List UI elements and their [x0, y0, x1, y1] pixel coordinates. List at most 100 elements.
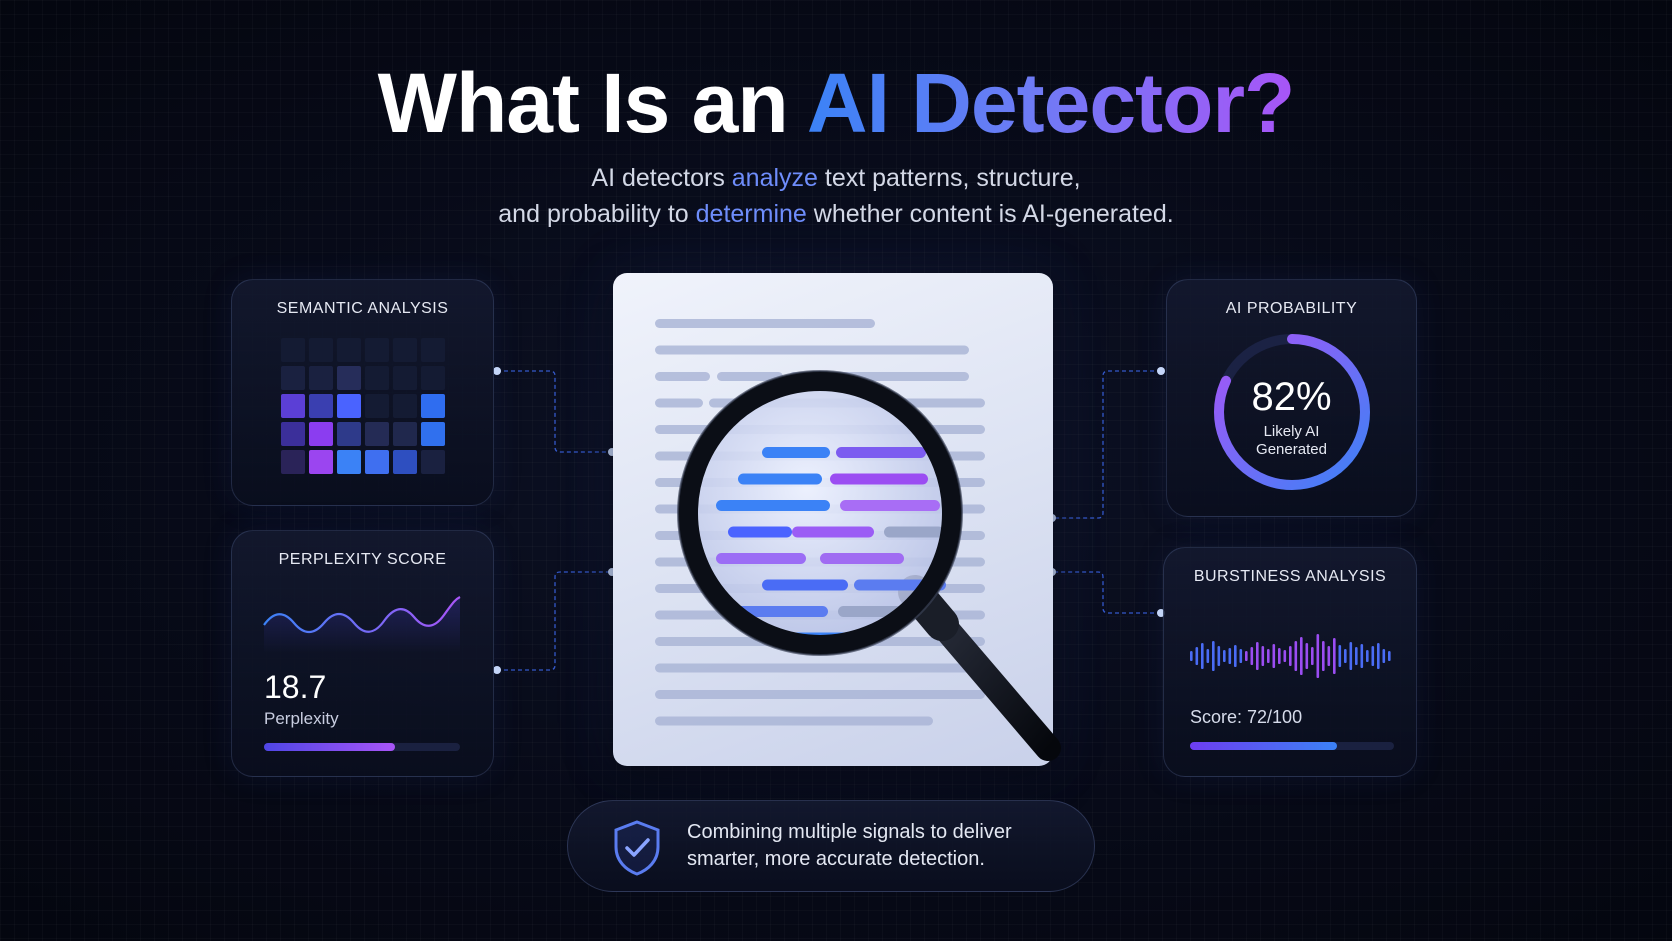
waveform-bar: [1289, 646, 1292, 666]
heatmap-cell: [309, 422, 333, 446]
perplexity-value: 18.7: [264, 669, 327, 705]
perplexity-score-card: PERPLEXITY SCORE 18.7 Perplexity: [231, 530, 494, 777]
card-title: AI PROBABILITY: [1225, 300, 1358, 317]
waveform-bar: [1217, 646, 1221, 666]
heatmap-cell: [337, 338, 361, 362]
subtitle-line-1: AI detectors analyze text patterns, stru…: [0, 160, 1672, 196]
heatmap-cell: [281, 338, 305, 362]
burstiness-progress-fill: [1190, 742, 1337, 750]
waveform-bar: [1355, 647, 1358, 665]
waveform-bar: [1239, 649, 1243, 663]
document-line: [655, 398, 703, 408]
subtitle-text: text patterns, structure,: [817, 164, 1081, 192]
waveform-bar: [1311, 647, 1314, 665]
lens-text-line: [716, 500, 830, 511]
waveform-bar: [1294, 641, 1298, 671]
perplexity-progress-track: [264, 743, 460, 751]
burstiness-waveform: [1190, 634, 1391, 678]
footer-text: Combining multiple signals to deliver sm…: [687, 819, 1067, 873]
page-title: What Is an AI Detector?: [0, 58, 1672, 148]
waveform-bar: [1250, 647, 1254, 665]
card-title: SEMANTIC ANALYSIS: [276, 300, 449, 317]
document-line: [717, 372, 783, 381]
waveform-bar: [1267, 649, 1270, 663]
waveform-bar: [1223, 650, 1226, 662]
waveform-bar: [1344, 649, 1347, 663]
waveform-bar: [1322, 641, 1325, 671]
semantic-heatmap: [281, 338, 445, 474]
burstiness-analysis-card: BURSTINESS ANALYSIS Score: 72/100: [1163, 547, 1417, 777]
lens-text-line: [762, 447, 830, 458]
perplexity-label: Perplexity: [264, 709, 339, 728]
waveform-bar: [1234, 645, 1237, 667]
heatmap-cell: [365, 338, 389, 362]
lens-text-line: [820, 553, 904, 564]
probability-percent: 82%: [1251, 375, 1332, 419]
document-line: [655, 663, 985, 673]
probability-label: Likely AI Generated: [1167, 423, 1416, 459]
title-plain: What Is an: [377, 56, 807, 150]
waveform-bar: [1206, 649, 1210, 663]
waveform-bar: [1388, 651, 1391, 661]
burstiness-progress-track: [1190, 742, 1394, 750]
lens-text-line: [792, 526, 874, 538]
probability-label-line: Generated: [1256, 441, 1327, 458]
document-line: [655, 716, 933, 726]
heatmap-cell: [309, 366, 333, 390]
heatmap-cell: [281, 450, 305, 474]
waveform-bar: [1349, 642, 1353, 670]
heatmap-cell: [393, 422, 417, 446]
lens-text-line: [762, 579, 848, 591]
waveform-bar: [1245, 651, 1248, 661]
heatmap-cell: [309, 338, 333, 362]
heatmap-cell: [421, 338, 445, 362]
waveform-bar: [1201, 643, 1204, 669]
document-line: [655, 372, 710, 381]
subtitle-line-2: and probability to determine whether con…: [0, 196, 1672, 232]
document-line: [655, 690, 985, 699]
subtitle-text: AI detectors: [591, 164, 732, 192]
footer-line: smarter, more accurate detection.: [687, 848, 985, 870]
ai-probability-card: AI PROBABILITY 82% Likely AI Generated: [1166, 279, 1417, 517]
lens-text-line: [840, 500, 940, 511]
document-line: [655, 319, 875, 328]
waveform-bar: [1316, 634, 1320, 678]
lens-text-line: [738, 473, 822, 485]
waveform-bar: [1366, 650, 1369, 662]
probability-ring-arc: [1214, 334, 1370, 490]
page-subtitle: AI detectors analyze text patterns, stru…: [0, 160, 1672, 232]
waveform-bar: [1333, 638, 1336, 674]
waveform-bar: [1300, 637, 1303, 675]
heatmap-cell: [365, 366, 389, 390]
waveform-bar: [1261, 646, 1265, 666]
waveform-bar: [1256, 642, 1259, 670]
lens-text-line: [884, 526, 944, 538]
heatmap-cell: [365, 450, 389, 474]
heatmap-cell: [393, 394, 417, 418]
heatmap-cell: [365, 422, 389, 446]
perplexity-wave-chart: [263, 596, 461, 653]
heatmap-cell: [309, 394, 333, 418]
waveform-bar: [1283, 650, 1287, 662]
heatmap-cell: [393, 338, 417, 362]
waveform-bar: [1190, 651, 1193, 661]
card-title: BURSTINESS ANALYSIS: [1193, 568, 1387, 585]
heatmap-cell: [309, 450, 333, 474]
heatmap-cell: [393, 450, 417, 474]
semantic-analysis-card: SEMANTIC ANALYSIS: [231, 279, 494, 506]
subtitle-highlight: analyze: [731, 164, 818, 192]
heatmap-cell: [421, 366, 445, 390]
waveform-bar: [1195, 647, 1199, 665]
lens-text-line: [716, 553, 806, 564]
burstiness-score: Score: 72/100: [1190, 707, 1303, 727]
footer-summary: Combining multiple signals to deliver sm…: [567, 800, 1095, 892]
heatmap-cell: [421, 394, 445, 418]
waveform-bar: [1338, 645, 1342, 667]
heatmap-cell: [337, 450, 361, 474]
waveform-bar: [1377, 643, 1380, 669]
waveform-bar: [1272, 644, 1276, 668]
heatmap-cell: [281, 366, 305, 390]
card-title: PERPLEXITY SCORE: [278, 551, 447, 568]
shield-check-icon: [614, 820, 660, 876]
waveform-bar: [1327, 646, 1331, 666]
